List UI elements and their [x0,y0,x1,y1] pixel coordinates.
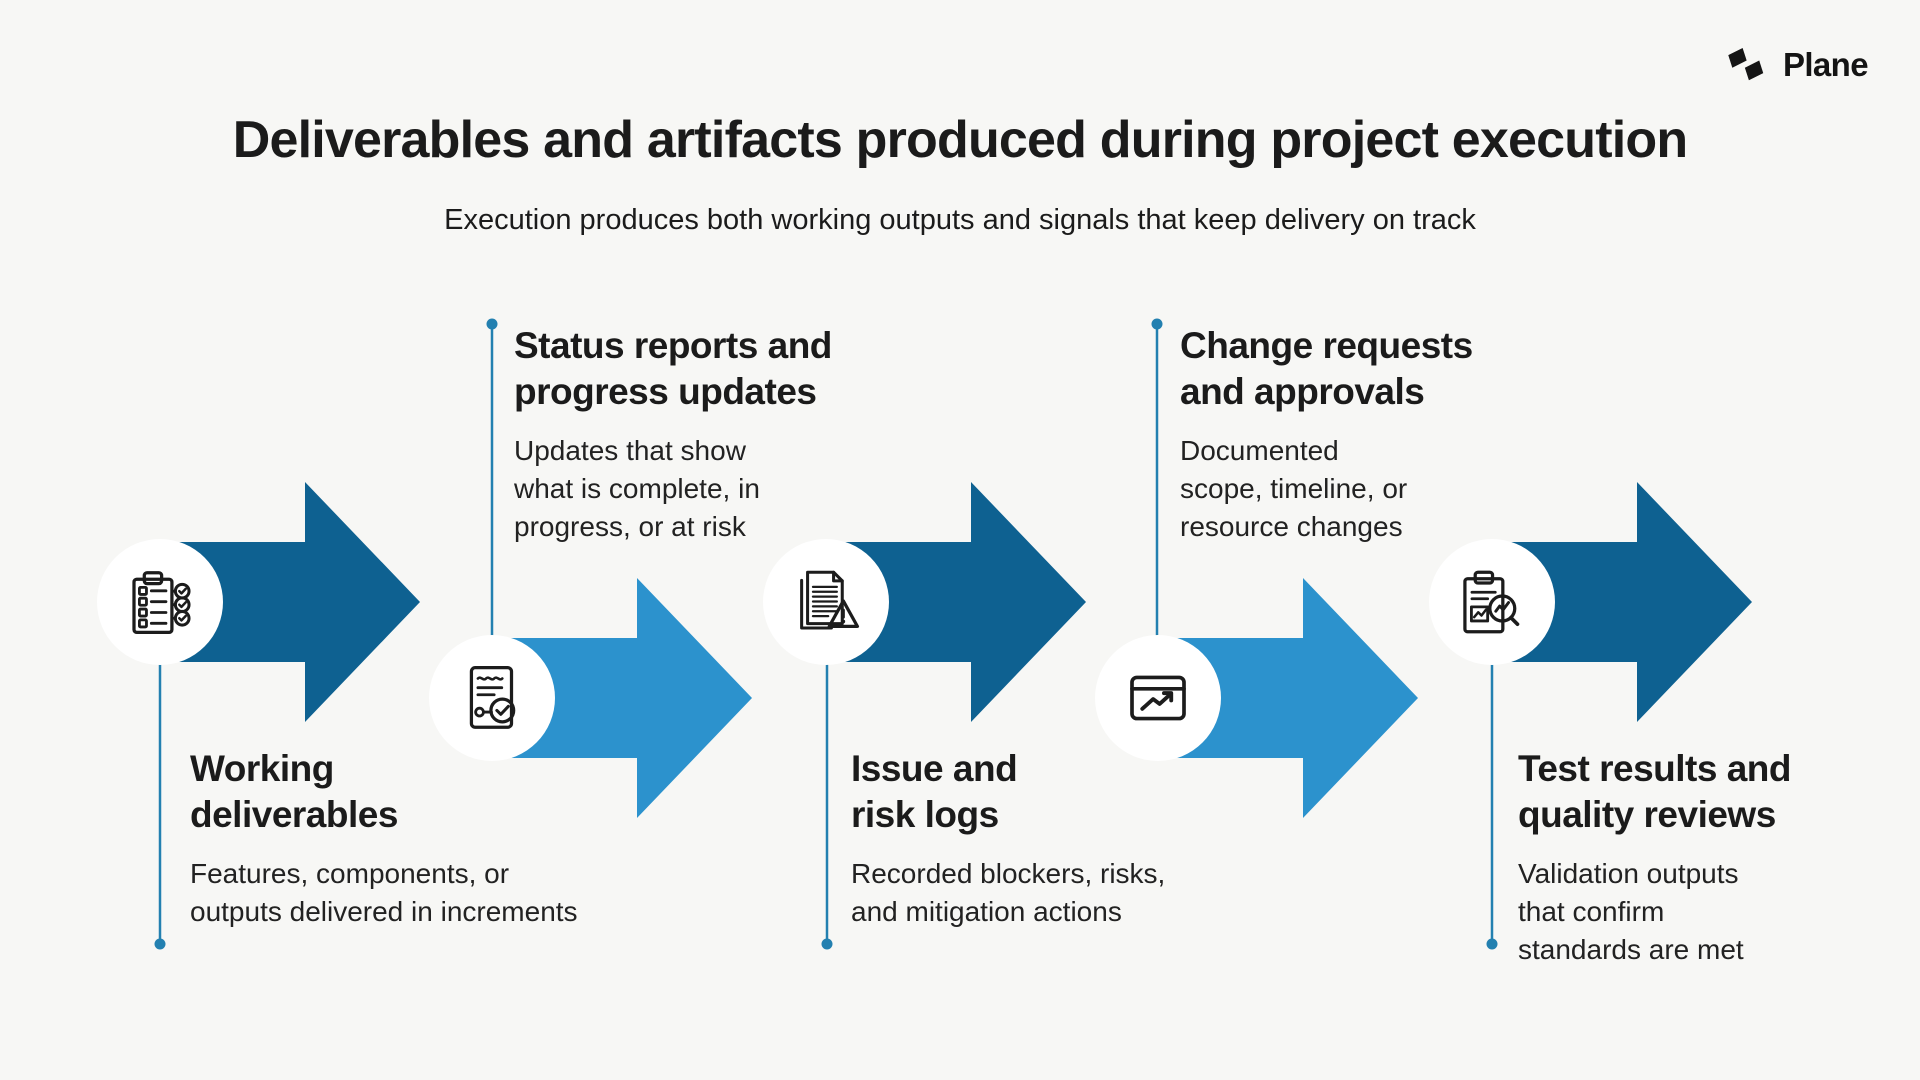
page-title: Deliverables and artifacts produced duri… [232,111,1688,169]
document-warning-icon [800,570,860,630]
step-2-icon-circle [429,635,555,761]
step-3-description: Recorded blockers, risks, and mitigation… [851,858,1166,927]
plane-logo-mark-icon [1728,47,1764,81]
window-trend-icon [1130,675,1186,721]
step-5-icon-circle [1429,539,1555,665]
step-3-heading: Issue and risk logs [851,748,1018,835]
arrow-shape-3 [826,482,1086,722]
step-5-description: Validation outputs that confirm standard… [1518,858,1744,965]
connector-dot-1 [154,938,166,950]
step-3-icon-circle [763,539,889,665]
connector-dot-4 [1151,318,1163,330]
arrow-shape-5 [1492,482,1752,722]
step-4-label: Change requests and approvals Documented… [1180,323,1473,546]
connector-dot-2 [486,318,498,330]
step-4-heading: Change requests and approvals [1180,325,1473,412]
step-2-heading: Status reports and progress updates [514,325,832,412]
step-4-description: Documented scope, timeline, or resource … [1180,435,1408,542]
brand-name: Plane [1782,46,1869,83]
step-1-heading: Working deliverables [190,748,398,835]
brand-logo: Plane [1722,44,1869,86]
approved-report-icon [469,666,516,729]
step-5-label: Test results and quality reviews Validat… [1518,746,1792,969]
page-subtitle: Execution produces both working outputs … [444,204,1476,236]
step-1-label: Working deliverables Features, component… [190,746,578,931]
connector-dot-3 [821,938,833,950]
connector-dot-5 [1486,938,1498,950]
arrow-shape-2 [492,578,752,818]
step-5-heading: Test results and quality reviews [1518,748,1792,835]
checklist-clipboard-icon [132,571,191,634]
step-3-label: Issue and risk logs Recorded blockers, r… [851,746,1165,931]
step-4-icon-circle [1095,635,1221,761]
arrow-shape-1 [160,482,420,722]
step-2-label: Status reports and progress updates Upda… [514,323,832,546]
arrow-shape-4 [1158,578,1418,818]
step-1-description: Features, components, or outputs deliver… [190,858,578,927]
clipboard-magnifier-icon [1463,570,1520,634]
step-1-icon-circle [97,539,223,665]
step-2-description: Updates that show what is complete, in p… [514,435,760,542]
